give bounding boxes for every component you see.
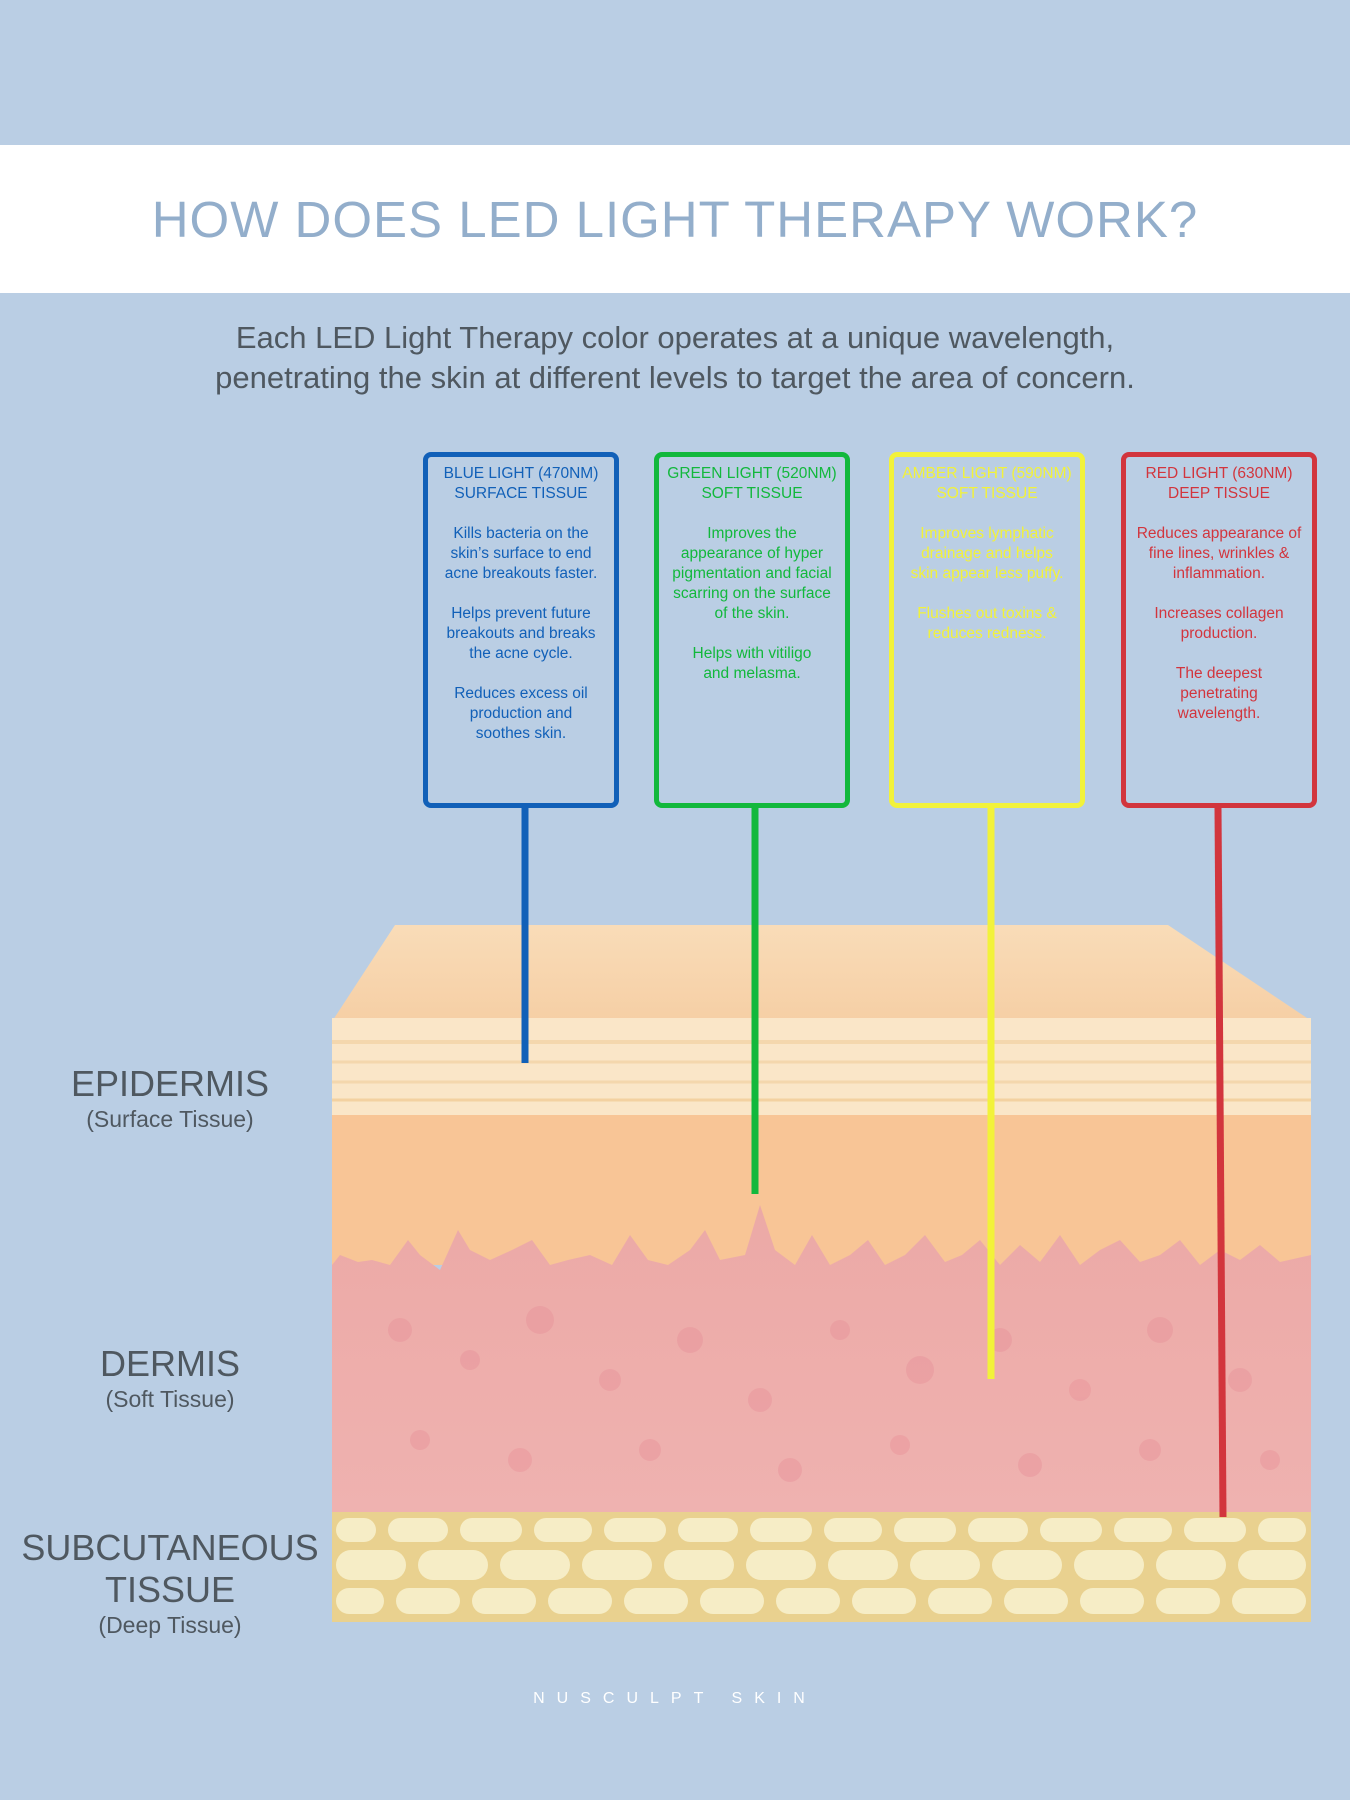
- title-banner: HOW DOES LED LIGHT THERAPY WORK?: [0, 145, 1350, 293]
- layer-subname: (Soft Tissue): [105, 1386, 235, 1412]
- card-heading: RED LIGHT (630NM): [1145, 465, 1293, 482]
- blue-light-card: BLUE LIGHT (470NM) SURFACE TISSUE Kills …: [423, 452, 619, 808]
- subcutaneous-label: SUBCUTANEOUS TISSUE (Deep Tissue): [0, 1527, 340, 1639]
- green-light-card: GREEN LIGHT (520NM) SOFT TISSUE Improves…: [654, 452, 850, 808]
- epidermis-layer: [332, 1115, 1311, 1265]
- intro-line-1: Each LED Light Therapy color operates at…: [235, 320, 1115, 355]
- card-text: Helps prevent future breakouts and break…: [446, 605, 596, 662]
- fat-cells: [336, 1518, 1306, 1614]
- card-text: Increases collagen production.: [1154, 605, 1284, 642]
- dermis-spots: [388, 1306, 1280, 1482]
- card-heading: BLUE LIGHT (470NM): [443, 465, 599, 482]
- layer-name: EPIDERMIS: [70, 1063, 270, 1104]
- layer-name: SUBCUTANEOUS: [21, 1527, 319, 1568]
- intro-line-2: penetrating the skin at different levels…: [215, 360, 1135, 395]
- card-text: Improves lymphatic drainage and helps sk…: [910, 525, 1064, 582]
- card-subheading: SOFT TISSUE: [936, 485, 1038, 502]
- card-subheading: SURFACE TISSUE: [454, 485, 588, 502]
- red-light-card: RED LIGHT (630NM) DEEP TISSUE Reduces ap…: [1121, 452, 1317, 808]
- dermis-layer: [332, 1205, 1311, 1515]
- card-text: Reduces excess oil production and soothe…: [454, 685, 588, 742]
- stratum-band: [332, 1018, 1311, 1118]
- card-subheading: SOFT TISSUE: [701, 485, 803, 502]
- card-text: Flushes out toxins & reduces redness.: [917, 605, 1057, 642]
- layer-name-line-2: TISSUE: [104, 1569, 236, 1610]
- card-text: Improves the appearance of hyper pigment…: [672, 525, 832, 622]
- layer-subname: (Deep Tissue): [98, 1612, 242, 1638]
- layer-subname: (Surface Tissue): [86, 1106, 254, 1132]
- card-heading: GREEN LIGHT (520NM): [667, 465, 837, 482]
- page-title: HOW DOES LED LIGHT THERAPY WORK?: [151, 190, 1199, 248]
- brand-footer: NUSCULPT SKIN: [533, 1690, 817, 1707]
- card-subheading: DEEP TISSUE: [1168, 485, 1270, 502]
- card-heading: AMBER LIGHT (590NM): [902, 465, 1072, 482]
- card-text: The deepest penetrating wavelength.: [1175, 665, 1263, 722]
- intro-text: Each LED Light Therapy color operates at…: [0, 318, 1350, 398]
- card-text: Reduces appearance of fine lines, wrinkl…: [1136, 525, 1302, 582]
- card-text: Helps with vitiligo and melasma.: [692, 645, 812, 682]
- layer-name: DERMIS: [99, 1343, 240, 1384]
- dermis-label: DERMIS (Soft Tissue): [0, 1343, 340, 1413]
- card-text: Kills bacteria on the skin’s surface to …: [444, 525, 598, 582]
- amber-light-card: AMBER LIGHT (590NM) SOFT TISSUE Improves…: [889, 452, 1085, 808]
- skin-top-surface: [333, 925, 1310, 1020]
- epidermis-label: EPIDERMIS (Surface Tissue): [0, 1063, 340, 1133]
- red-light-connector: [1214, 807, 1227, 1518]
